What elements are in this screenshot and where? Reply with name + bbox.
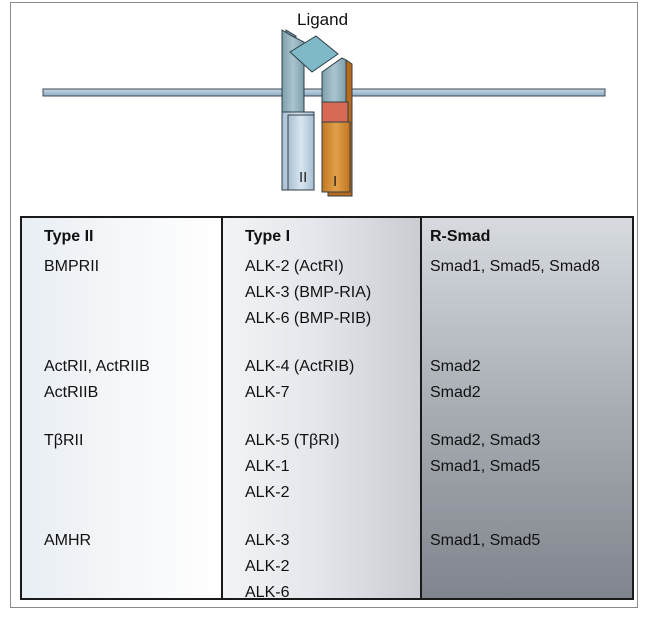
ligand-label: Ligand — [297, 10, 349, 29]
type1-cell: ALK-2 — [245, 484, 290, 501]
rsmad-cell: Smad2, Smad3 — [430, 432, 541, 449]
rsmad-cell: Smad1, Smad5 — [430, 458, 541, 475]
type1-cell: ALK-3 (BMP-RIA) — [245, 284, 372, 301]
rsmad-header: R-Smad — [430, 228, 491, 245]
type2-cell: AMHR — [44, 532, 92, 549]
type2-cell: ActRIIB — [44, 384, 99, 401]
type1-cell: ALK-7 — [245, 384, 290, 401]
receptor-table: Type II BMPRII ActRII, ActRIIB ActRIIB T… — [20, 216, 634, 601]
type2-receptor-label: II — [299, 169, 307, 186]
type1-cell: ALK-2 — [245, 558, 290, 575]
type1-receptor-band — [321, 101, 349, 123]
rsmad-cell: Smad2 — [430, 384, 481, 401]
type1-cell: ALK-5 (TβRI) — [245, 432, 340, 449]
type1-cell: ALK-6 — [245, 584, 290, 601]
type1-cell: ALK-2 (ActRI) — [245, 258, 344, 275]
rsmad-cell: Smad1, Smad5 — [430, 532, 541, 549]
type1-receptor-lower — [321, 121, 351, 193]
type2-cell: ActRII, ActRIIB — [44, 358, 150, 375]
ligand-shape — [289, 35, 339, 73]
type1-cell: ALK-6 (BMP-RIB) — [245, 310, 372, 327]
type2-receptor-upper — [281, 29, 305, 113]
type1-receptor-label: I — [333, 173, 337, 190]
type1-cell: ALK-1 — [245, 458, 290, 475]
receptor-diagram: II I — [42, 29, 606, 197]
type2-column: Type II BMPRII ActRII, ActRIIB ActRIIB T… — [22, 218, 221, 598]
type1-header: Type I — [245, 228, 291, 245]
type2-header: Type II — [44, 228, 94, 245]
rsmad-cell: Smad2 — [430, 358, 481, 375]
type1-column: Type I ALK-2 (ActRI) ALK-3 (BMP-RIA) ALK… — [221, 218, 420, 601]
type2-cell: BMPRII — [44, 258, 100, 275]
type2-cell: TβRII — [44, 432, 84, 449]
figure-frame — [10, 2, 638, 608]
rsmad-column: R-Smad Smad1, Smad5, Smad8 Smad2 Smad2 S… — [420, 218, 632, 598]
type2-receptor-lower-inner — [287, 114, 315, 191]
type1-cell: ALK-3 — [245, 532, 290, 549]
type1-receptor-upper — [321, 57, 347, 103]
type1-cell: ALK-4 (ActRIB) — [245, 358, 355, 375]
rsmad-cell: Smad1, Smad5, Smad8 — [430, 258, 600, 275]
